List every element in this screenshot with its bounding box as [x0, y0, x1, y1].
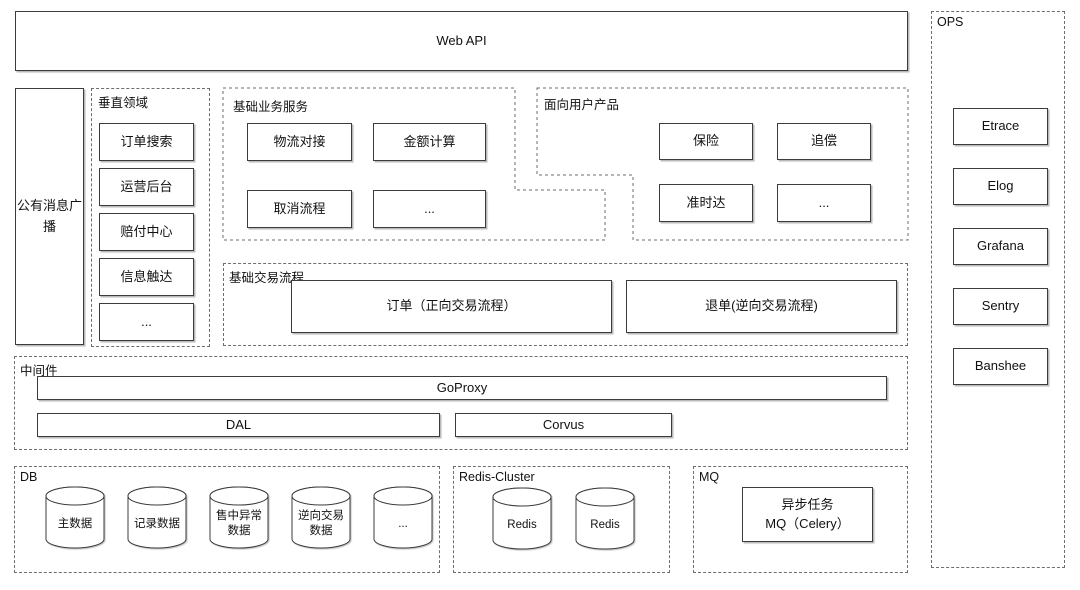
- bar-corvus: Corvus: [455, 413, 672, 437]
- cylinder-record-data: 记录数据: [127, 486, 187, 549]
- cylinder-db-more: ...: [373, 486, 433, 549]
- box-vertical-more: ...: [99, 303, 194, 341]
- box-etrace: Etrace: [953, 108, 1048, 145]
- box-sentry-label: Sentry: [981, 298, 1020, 314]
- box-banshee: Banshee: [953, 348, 1048, 385]
- box-user-products-more-label: ...: [818, 194, 830, 210]
- box-recovery-label: 追偿: [810, 133, 837, 149]
- box-amount-calculation-label: 金额计算: [403, 133, 456, 149]
- box-order-forward-flow: 订单（正向交易流程）: [291, 280, 612, 333]
- web-api-bar: Web API: [15, 11, 908, 71]
- box-vertical-more-label: ...: [141, 313, 152, 329]
- cylinder-record-data-label: 记录数据: [134, 517, 180, 530]
- public-message-broadcast-label: 公有消息广播: [16, 197, 82, 234]
- box-base-services-more-label: ...: [424, 200, 435, 216]
- box-compensation-center: 赔付中心: [99, 213, 194, 251]
- base-services-label: 基础业务服务: [233, 100, 309, 114]
- box-refund-reverse-flow-label: 退单(逆向交易流程): [705, 298, 818, 314]
- cylinder-main-data-label: 主数据: [57, 517, 93, 530]
- cylinder-reverse-trade-data: 逆向交易数据: [291, 486, 351, 549]
- cylinder-redis-1-label: Redis: [507, 518, 537, 531]
- middleware-label: 中间件: [20, 364, 58, 378]
- box-on-time-delivery: 准时达: [659, 184, 753, 222]
- vertical-domain-section: [91, 88, 210, 347]
- box-order-search-label: 订单搜索: [120, 133, 173, 149]
- box-operations-backend: 运营后台: [99, 168, 194, 206]
- box-logistics-integration-label: 物流对接: [273, 133, 326, 149]
- redis-cluster-section: [453, 466, 670, 573]
- cylinder-in-sale-exception-data: 售中异常数据: [209, 486, 269, 549]
- box-amount-calculation: 金额计算: [373, 123, 486, 161]
- public-message-broadcast-box: 公有消息广播: [15, 88, 84, 345]
- base-trade-flow-label: 基础交易流程: [229, 271, 305, 285]
- box-order-search: 订单搜索: [99, 123, 194, 161]
- cylinder-reverse-trade-data-label: 逆向交易数据: [298, 510, 344, 537]
- db-label: DB: [20, 470, 38, 484]
- ops-section: [931, 11, 1065, 568]
- cylinder-redis-2: Redis: [575, 487, 635, 550]
- bar-dal-label: DAL: [225, 416, 252, 432]
- box-elog: Elog: [953, 168, 1048, 205]
- box-order-forward-flow-label: 订单（正向交易流程）: [386, 298, 517, 314]
- cylinder-redis-2-label: Redis: [590, 518, 620, 531]
- box-refund-reverse-flow: 退单(逆向交易流程): [626, 280, 897, 333]
- box-async-task-line1: 异步任务: [781, 496, 834, 512]
- box-etrace-label: Etrace: [981, 118, 1020, 134]
- box-recovery: 追偿: [777, 123, 871, 160]
- ops-label: OPS: [937, 15, 964, 29]
- box-message-reach: 信息触达: [99, 258, 194, 296]
- box-insurance: 保险: [659, 123, 753, 160]
- box-grafana: Grafana: [953, 228, 1048, 265]
- box-grafana-label: Grafana: [977, 238, 1024, 254]
- box-cancel-flow-label: 取消流程: [273, 200, 326, 216]
- user-products-label: 面向用户产品: [544, 98, 620, 112]
- middleware-section: [14, 356, 908, 450]
- cylinder-db-more-label: ...: [398, 517, 408, 530]
- box-message-reach-label: 信息触达: [120, 268, 173, 284]
- box-elog-label: Elog: [987, 178, 1014, 194]
- redis-cluster-label: Redis-Cluster: [459, 470, 535, 484]
- bar-corvus-label: Corvus: [542, 416, 585, 432]
- base-trade-flow-section: [223, 263, 908, 346]
- box-compensation-center-label: 赔付中心: [120, 223, 173, 239]
- box-banshee-label: Banshee: [974, 358, 1027, 374]
- box-async-task-mq: 异步任务 MQ（Celery）: [742, 487, 873, 542]
- box-user-products-more: ...: [777, 184, 871, 222]
- box-base-services-more: ...: [373, 190, 486, 228]
- box-operations-backend-label: 运营后台: [120, 178, 173, 194]
- box-async-task-line2: MQ（Celery）: [765, 515, 850, 531]
- mq-section: [693, 466, 908, 573]
- bar-goproxy: GoProxy: [37, 376, 887, 400]
- db-section: [14, 466, 440, 573]
- vertical-domain-label: 垂直领域: [98, 96, 149, 110]
- web-api-label: Web API: [436, 32, 487, 48]
- box-insurance-label: 保险: [692, 133, 719, 149]
- box-logistics-integration: 物流对接: [247, 123, 352, 161]
- cylinder-redis-1: Redis: [492, 487, 552, 550]
- bar-dal: DAL: [37, 413, 440, 437]
- cylinder-main-data: 主数据: [45, 486, 105, 549]
- box-cancel-flow: 取消流程: [247, 190, 352, 228]
- bar-goproxy-label: GoProxy: [436, 379, 488, 395]
- box-on-time-delivery-label: 准时达: [686, 194, 726, 210]
- cylinder-in-sale-exception-data-label: 售中异常数据: [216, 510, 262, 537]
- box-sentry: Sentry: [953, 288, 1048, 325]
- mq-label: MQ: [699, 470, 720, 484]
